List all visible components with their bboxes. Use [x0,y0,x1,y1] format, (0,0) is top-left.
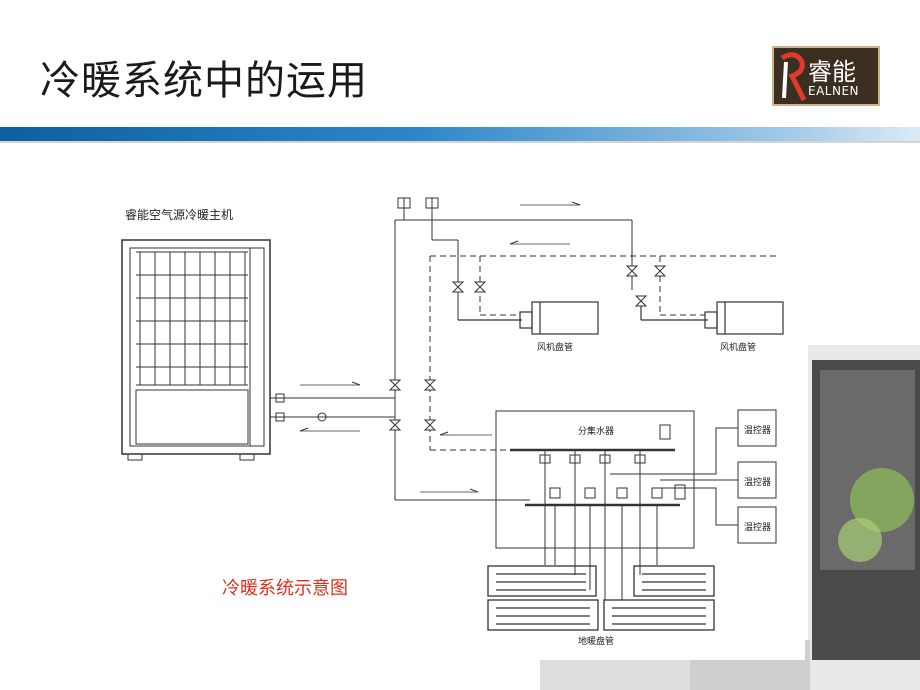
thermostat-3-label: 温控器 [744,523,772,533]
logo-r-mark [780,52,807,102]
brand-logo: 睿能 EALNEN [772,46,880,106]
fan-coil-1 [458,301,599,335]
return-line-dashed [429,255,780,451]
heat-pump-label: 睿能空气源冷暖主机 [125,208,234,222]
logo-english-text: EALNEN [808,84,860,98]
diagram-caption: 冷暖系统示意图 [222,578,348,599]
thermostats [610,409,777,544]
floor-heating-coils [487,565,715,631]
logo-chinese-text: 睿能 [808,58,856,86]
header-accent-bar [0,127,920,141]
heat-pump-unit [121,239,271,461]
supply-return-pipes [270,381,395,432]
main-riser [394,197,633,501]
fan-coil-2-label: 风机盘管 [720,343,757,353]
fan-coil-2 [640,301,784,335]
header-divider [0,141,920,143]
riser-valves [388,265,667,431]
manifold-label: 分集水器 [578,427,615,437]
floor-heating-label: 地暖盘管 [578,637,615,647]
slide-title: 冷暖系统中的运用 [40,58,368,104]
thermostat-2-label: 温控器 [744,478,772,488]
thermostat-1-label: 温控器 [744,426,772,436]
fan-coil-1-label: 风机盘管 [537,343,574,353]
manifold-box [495,410,695,600]
